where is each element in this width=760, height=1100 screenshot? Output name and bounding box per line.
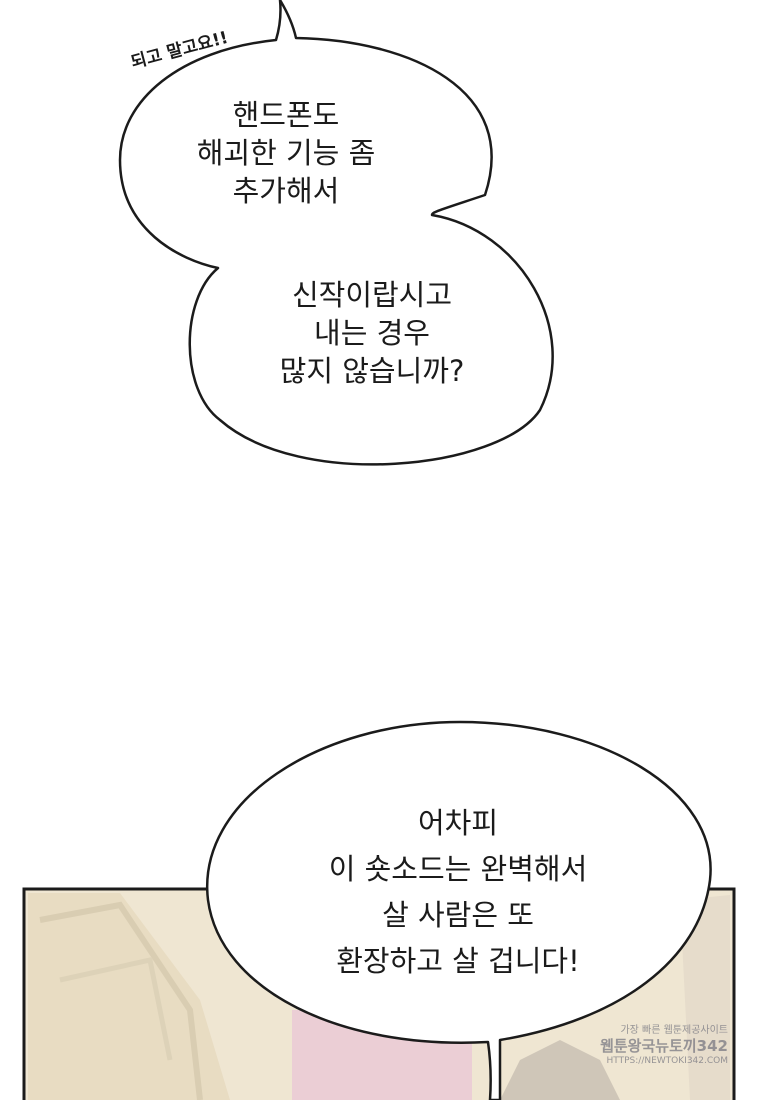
watermark-tagline: 가장 빠른 웹툰제공사이트 xyxy=(620,1025,728,1036)
speech-line: 신작이랍시고 xyxy=(291,278,453,312)
watermark-site-name: 웹툰왕국뉴토끼342 xyxy=(600,1037,728,1055)
speech-line: 환장하고 살 겁니다! xyxy=(336,944,580,978)
speech-line: 살 사람은 또 xyxy=(382,898,534,932)
furniture-shadow xyxy=(500,1040,620,1100)
speech-line: 추가해서 xyxy=(232,174,340,208)
speech-text-group-1: 핸드폰도 해괴한 기능 좀 추가해서 xyxy=(186,96,386,210)
speech-bubble-top xyxy=(118,0,554,466)
speech-line: 이 숏소드는 완벽해서 xyxy=(328,852,588,886)
wall-right xyxy=(680,895,730,1100)
speech-line: 내는 경우 xyxy=(314,316,430,350)
window-frame-line-2 xyxy=(59,957,173,1061)
speech-line: 해괴한 기능 좀 xyxy=(196,136,376,170)
speech-bubble-bottom xyxy=(205,720,712,1100)
window-frame-line xyxy=(39,901,203,1100)
speech-line: 어차피 xyxy=(417,806,499,840)
speech-text-group-3: 어차피 이 숏소드는 완벽해서 살 사람은 또 환장하고 살 겁니다! xyxy=(280,800,636,984)
speech-text-group-2: 신작이랍시고 내는 경우 많지 않습니까? xyxy=(262,276,482,390)
speech-line: 핸드폰도 xyxy=(232,98,340,132)
speech-line: 많지 않습니까? xyxy=(279,354,465,388)
watermark: 가장 빠른 웹툰제공사이트 웹툰왕국뉴토끼342 HTTPS://NEWTOKI… xyxy=(596,1024,728,1067)
watermark-url: HTTPS://NEWTOKI342.COM xyxy=(606,1056,728,1066)
wall-left xyxy=(28,893,230,1100)
